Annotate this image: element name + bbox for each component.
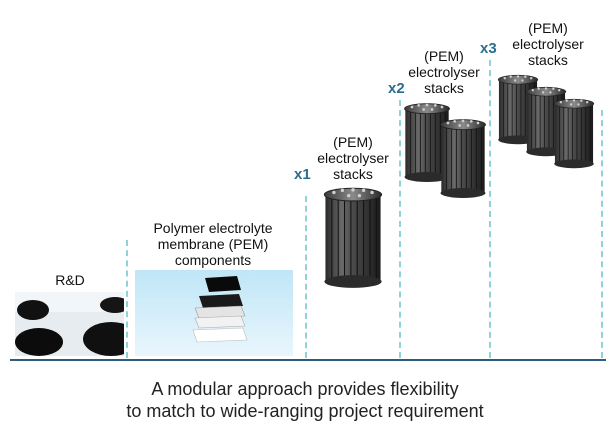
multiplier-x1: x1: [294, 166, 311, 183]
stack1-label-line: electrolyser: [317, 150, 389, 166]
electrolyser-stack-image: [553, 98, 595, 169]
stage-divider: [399, 100, 401, 358]
stack3-label-line: stacks: [528, 52, 568, 68]
stack3-label-line: (PEM): [528, 20, 568, 36]
electrolyser-stack-image: [440, 119, 486, 199]
stack3-label-line: electrolyser: [512, 36, 584, 52]
components-label-line: components: [174, 252, 252, 268]
rnd-label: R&D: [55, 272, 85, 288]
caption-line-2: to match to wide-ranging project require…: [126, 401, 484, 421]
stage-divider: [489, 60, 491, 358]
stack3-label: (PEM) electrolyser stacks: [500, 20, 596, 68]
baseline-rule: [10, 359, 606, 361]
stage-divider: [126, 240, 128, 358]
components-label: Polymer electrolyte membrane (PEM) compo…: [135, 220, 291, 268]
multiplier-x3: x3: [480, 40, 497, 57]
stack2-label-line: electrolyser: [408, 64, 480, 80]
components-label-line: Polymer electrolyte: [153, 220, 273, 236]
components-label-line: membrane (PEM): [157, 236, 269, 252]
rnd-image: [15, 292, 124, 356]
stack1-label-line: stacks: [333, 166, 373, 182]
stack1-label: (PEM) electrolyser stacks: [308, 134, 398, 182]
stack1-label-line: (PEM): [333, 134, 373, 150]
pem-components-image: [135, 270, 293, 356]
caption-line-1: A modular approach provides flexibility: [151, 379, 459, 399]
stack2-label-line: stacks: [424, 80, 464, 96]
multiplier-x2: x2: [388, 80, 405, 97]
stack2-label: (PEM) electrolyser stacks: [398, 48, 490, 96]
stage-divider: [305, 196, 307, 358]
electrolyser-stack-image: [323, 187, 383, 289]
stack2-label-line: (PEM): [424, 48, 464, 64]
stage-divider: [601, 110, 603, 358]
